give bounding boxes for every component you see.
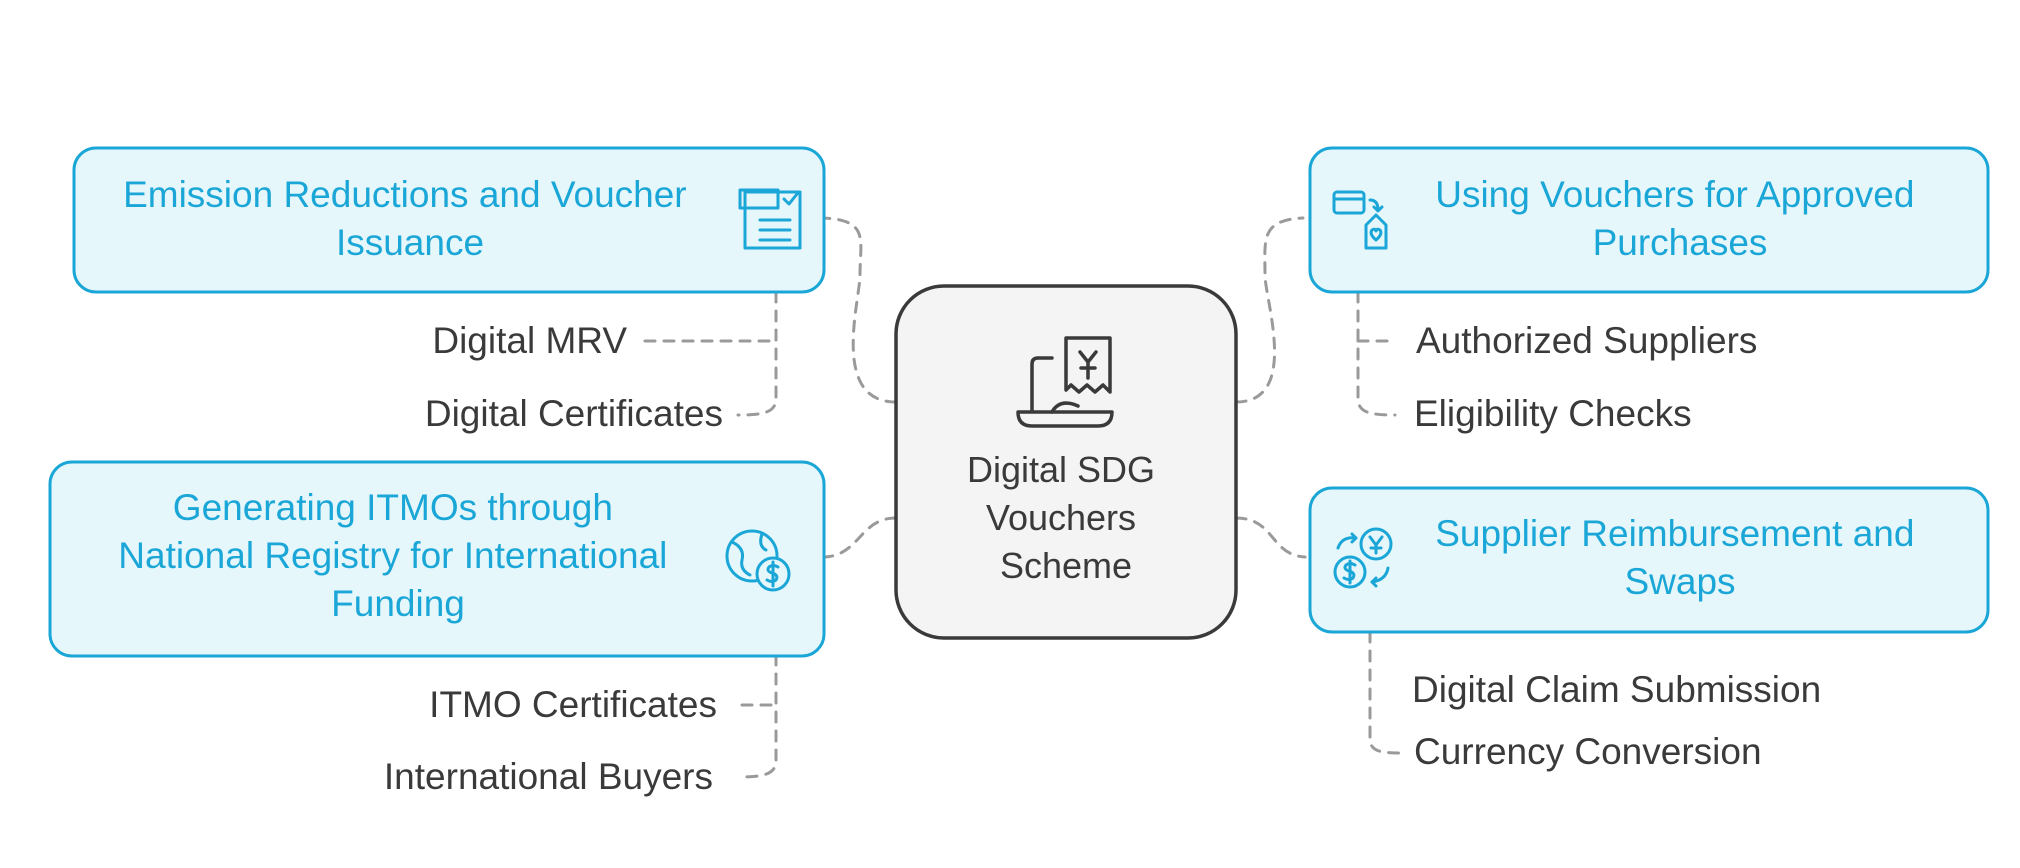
itmo-item-international-buyers[interactable]: International Buyers bbox=[384, 756, 713, 797]
itmo-box bbox=[48, 460, 826, 658]
checklist-document-icon bbox=[738, 188, 802, 250]
emission-title-line-1: Emission Reductions and Voucher bbox=[123, 174, 687, 215]
branch-itmo[interactable]: Generating ITMOs through National Regist… bbox=[48, 460, 826, 658]
connector-vouchers-trunk bbox=[1356, 290, 1397, 417]
branch-reimbursement[interactable]: Supplier Reimbursement and Swaps bbox=[1308, 486, 1990, 634]
emission-item-digital-mrv[interactable]: Digital MRV bbox=[432, 320, 627, 361]
connectors bbox=[643, 216, 1407, 779]
center-title-line-1: Digital SDG bbox=[967, 449, 1155, 490]
itmo-title-line-2: National Registry for International bbox=[118, 535, 667, 576]
connector-emission-trunk bbox=[736, 290, 778, 417]
branch-emission[interactable]: Emission Reductions and Voucher Issuance bbox=[72, 146, 826, 294]
svg-text:Supplier Reimbursement and: Supplier Reimbursement and Swaps bbox=[1435, 513, 1924, 602]
itmo-item-certificates[interactable]: ITMO Certificates bbox=[429, 684, 717, 725]
reimbursement-title-line-2: Swaps bbox=[1624, 561, 1735, 602]
vouchers-title-line-2: Purchases bbox=[1593, 222, 1768, 263]
connector-center-reimbursement bbox=[1234, 516, 1307, 559]
connector-center-vouchers bbox=[1234, 216, 1305, 404]
reimbursement-item-digital-claim[interactable]: Digital Claim Submission bbox=[1412, 669, 1821, 710]
emission-title-line-2: Issuance bbox=[336, 222, 484, 263]
emission-item-digital-certificates[interactable]: Digital Certificates bbox=[425, 393, 723, 434]
center-box bbox=[894, 284, 1238, 640]
receipt-laptop-icon bbox=[1016, 336, 1114, 428]
connector-center-emission bbox=[821, 216, 898, 404]
globe-dollar-icon bbox=[725, 529, 791, 592]
vouchers-item-eligibility-checks[interactable]: Eligibility Checks bbox=[1414, 393, 1692, 434]
svg-text:Generating ITMOs through: Generating ITMOs through National Regist… bbox=[118, 487, 677, 624]
branch-vouchers[interactable]: Using Vouchers for Approved Purchases bbox=[1308, 146, 1990, 294]
reimbursement-item-currency-conversion[interactable]: Currency Conversion bbox=[1414, 731, 1762, 772]
vouchers-title-line-1: Using Vouchers for Approved bbox=[1435, 174, 1914, 215]
connector-itmo-trunk bbox=[736, 653, 778, 779]
svg-text:Using Vouchers for Approved: Using Vouchers for Approved Purchases bbox=[1435, 174, 1925, 263]
currency-exchange-icon bbox=[1333, 527, 1393, 589]
itmo-title-line-1: Generating ITMOs through bbox=[173, 487, 613, 528]
center-title-line-3: Scheme bbox=[1000, 545, 1132, 586]
svg-text:Emission Reductions and Vouche: Emission Reductions and Voucher Issuance bbox=[123, 174, 697, 263]
card-to-tag-icon bbox=[1332, 190, 1388, 250]
connector-center-itmo bbox=[823, 516, 898, 559]
emission-box bbox=[72, 146, 826, 294]
center-node[interactable]: Digital SDG Vouchers Scheme bbox=[894, 284, 1238, 640]
svg-text:Digital SDG Vouchers: Digital SDG Vouchers Scheme bbox=[967, 449, 1165, 586]
center-title-line-2: Vouchers bbox=[986, 497, 1136, 538]
connector-reimbursement-trunk bbox=[1368, 630, 1407, 755]
itmo-title-line-3: Funding bbox=[331, 583, 465, 624]
vouchers-box bbox=[1308, 146, 1990, 294]
reimbursement-box bbox=[1308, 486, 1990, 634]
vouchers-item-authorized-suppliers[interactable]: Authorized Suppliers bbox=[1416, 320, 1757, 361]
reimbursement-title-line-1: Supplier Reimbursement and bbox=[1435, 513, 1914, 554]
